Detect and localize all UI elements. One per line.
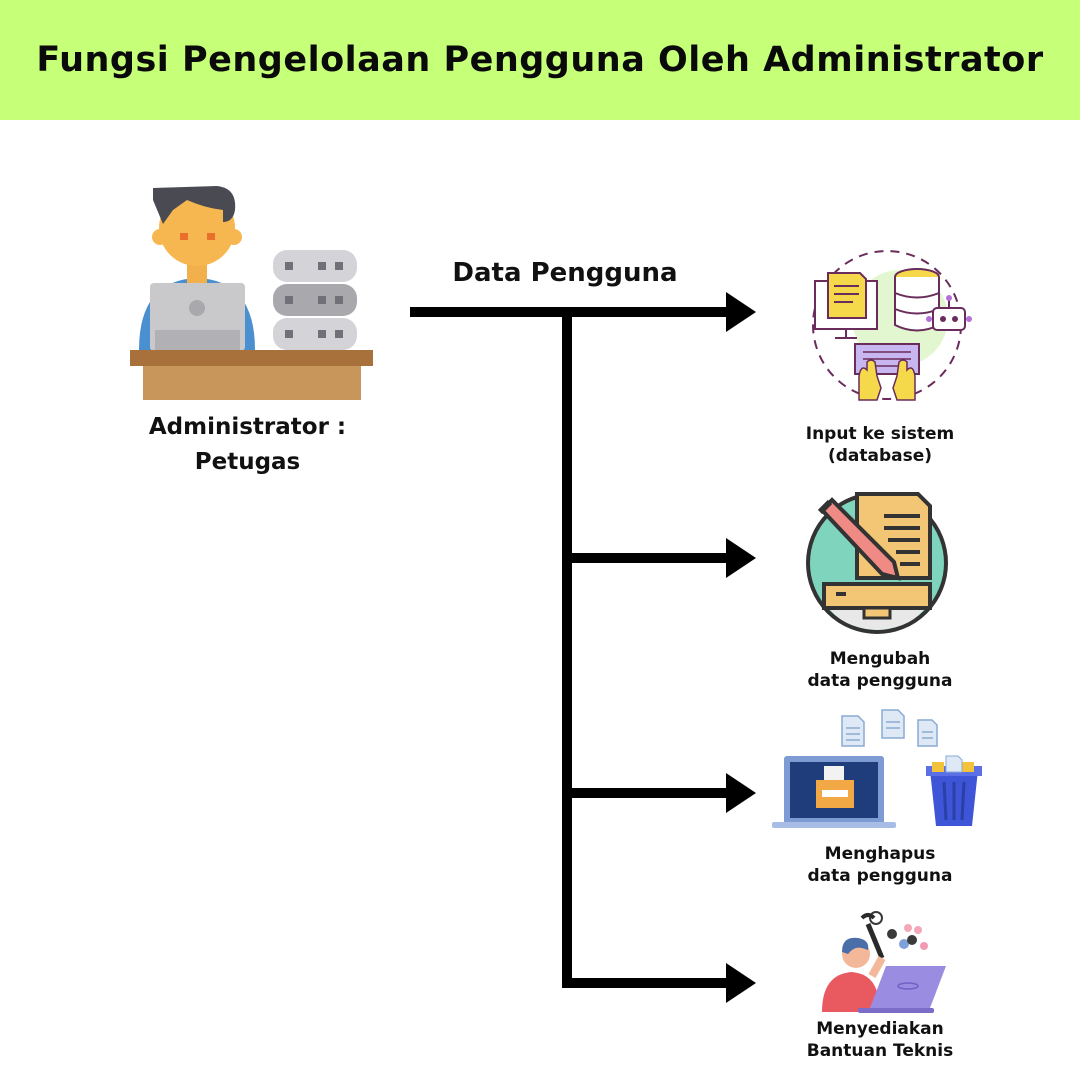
arrow-head-2 <box>726 538 756 578</box>
function-caption-1-line1: Input ke sistem <box>805 424 955 444</box>
flow-label: Data Pengguna <box>452 258 678 288</box>
function-caption-1: Input ke sistem (database) <box>770 423 990 467</box>
administrator-label-line1: Administrator : <box>148 414 347 440</box>
function-caption-2: Mengubah data pengguna <box>770 648 990 692</box>
arrow-head-4 <box>726 963 756 1003</box>
function-caption-3: Menghapus data pengguna <box>770 843 990 887</box>
page-title: Fungsi Pengelolaan Pengguna Oleh Adminis… <box>36 40 1044 80</box>
administrator-label-line2: Petugas <box>194 449 301 475</box>
administrator-label: Administrator : Petugas <box>110 410 385 480</box>
edit-document-icon <box>806 492 948 634</box>
title-banner: Fungsi Pengelolaan Pengguna Oleh Adminis… <box>0 0 1080 120</box>
function-caption-4: Menyediakan Bantuan Teknis <box>770 1018 990 1062</box>
arrow-head-3 <box>726 773 756 813</box>
function-caption-4-line1: Menyediakan <box>816 1019 944 1039</box>
administrator-icon <box>130 186 373 400</box>
database-input-icon <box>812 250 972 401</box>
arrow-head-1 <box>726 292 756 332</box>
function-caption-2-line2: data pengguna <box>807 671 953 691</box>
delete-data-icon <box>772 709 982 828</box>
function-caption-3-line2: data pengguna <box>807 866 953 886</box>
function-caption-1-line2: (database) <box>827 446 933 466</box>
technical-support-icon <box>822 911 946 1013</box>
function-caption-3-line1: Menghapus <box>824 844 936 864</box>
function-caption-2-line1: Mengubah <box>829 649 931 669</box>
function-caption-4-line2: Bantuan Teknis <box>806 1041 954 1061</box>
